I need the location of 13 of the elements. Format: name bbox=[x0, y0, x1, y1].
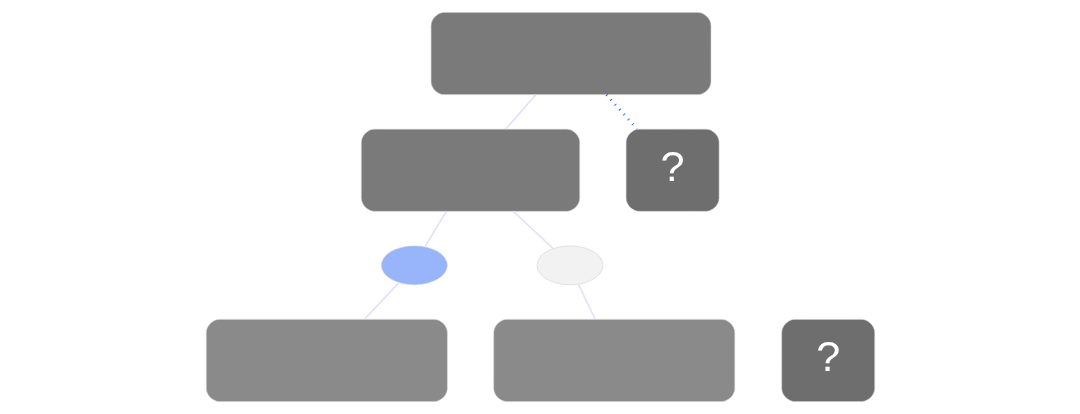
node-box bbox=[493, 319, 735, 402]
connector bbox=[423, 210, 447, 248]
node-box bbox=[360, 128, 580, 212]
node-box bbox=[205, 319, 448, 402]
node-oval bbox=[536, 245, 603, 286]
connector bbox=[363, 281, 400, 320]
connector bbox=[504, 93, 537, 130]
connector bbox=[577, 283, 596, 320]
node-box: ? bbox=[625, 128, 719, 212]
node-oval bbox=[380, 245, 448, 286]
node-box bbox=[430, 12, 711, 95]
connector bbox=[512, 210, 554, 250]
node-box: ? bbox=[781, 319, 875, 402]
